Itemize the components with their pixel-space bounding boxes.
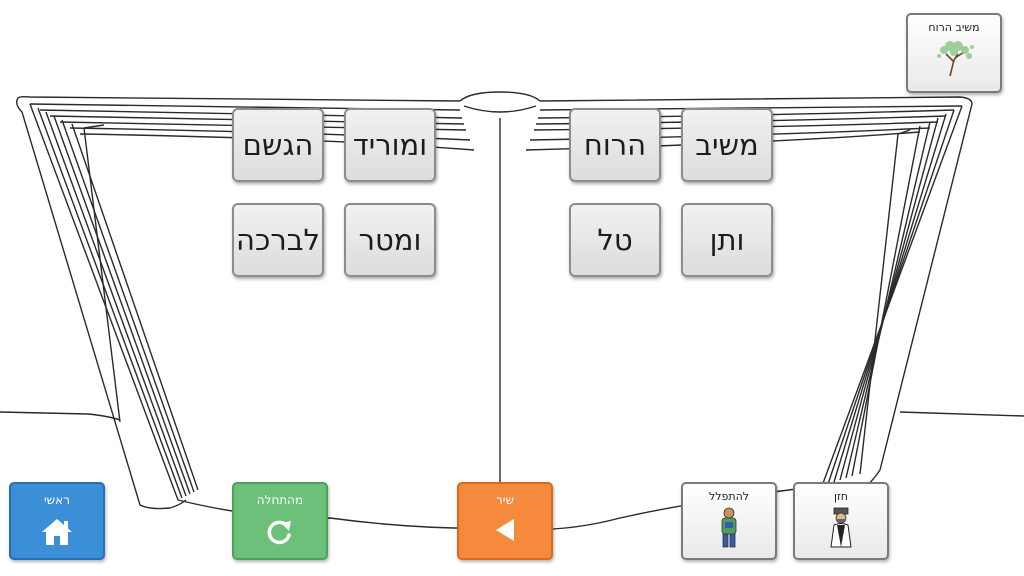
word-tile-hageshem[interactable]: הגשם <box>232 108 324 182</box>
cantor-label: חזן <box>834 490 848 503</box>
word-tile-tal[interactable]: טל <box>569 203 661 277</box>
song-button[interactable]: שיר <box>457 482 553 560</box>
title-card-label: משיב הרוח <box>928 21 980 34</box>
restart-icon <box>267 520 291 545</box>
title-card-mashiv-haruach[interactable]: משיב הרוח <box>906 13 1002 93</box>
pray-label: להתפלל <box>708 490 750 503</box>
restart-label: מהתחלה <box>256 493 304 507</box>
cantor-card[interactable]: חזן <box>793 482 889 560</box>
word-tile-veten[interactable]: ותן <box>681 203 773 277</box>
word-tile-umatar[interactable]: ומטר <box>344 203 436 277</box>
home-button[interactable]: ראשי <box>9 482 105 560</box>
home-icon <box>42 519 72 545</box>
wind-tree-icon <box>937 41 974 77</box>
pray-card[interactable]: להתפלל <box>681 482 777 560</box>
word-tile-livracha[interactable]: לברכה <box>232 203 324 277</box>
word-tile-haruach[interactable]: הרוח <box>569 108 661 182</box>
restart-button[interactable]: מהתחלה <box>232 482 328 560</box>
home-label: ראשי <box>44 493 70 507</box>
play-back-icon <box>496 519 514 541</box>
song-label: שיר <box>496 493 514 507</box>
word-tile-mashiv[interactable]: משיב <box>681 108 773 182</box>
praying-man-icon <box>721 507 737 548</box>
word-tile-umorid[interactable]: ומוריד <box>344 108 436 182</box>
cantor-icon <box>830 507 852 548</box>
